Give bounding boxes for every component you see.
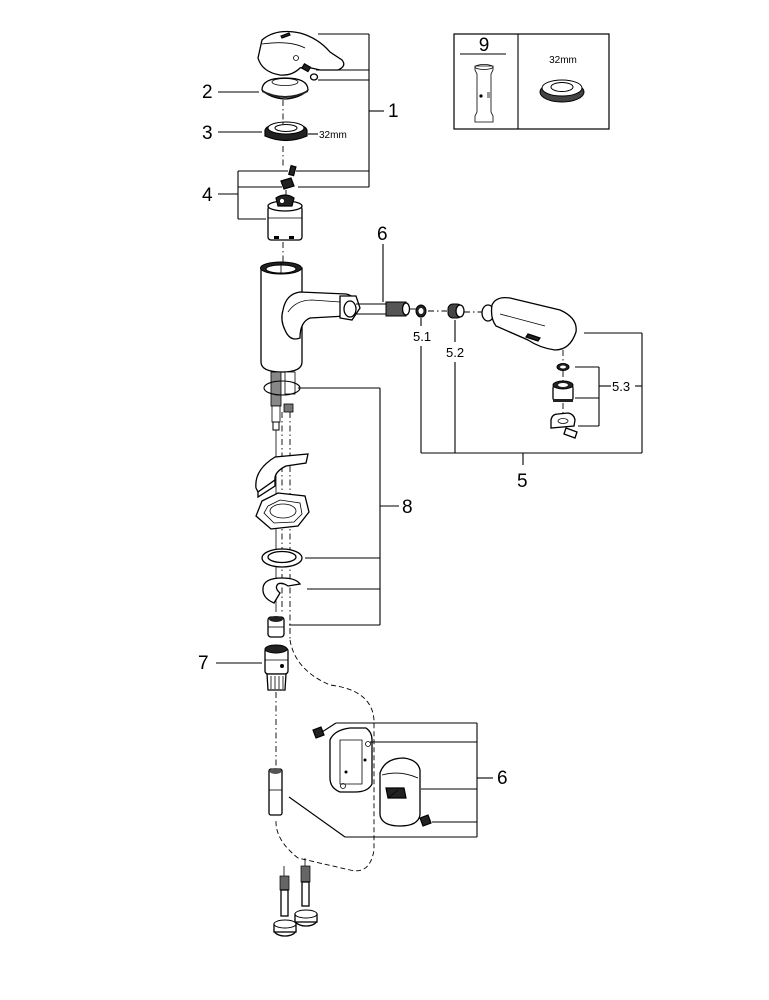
callout-2: 2: [202, 82, 213, 103]
callout-5-3: 5.3: [612, 379, 630, 394]
grub-screw-icon: [301, 62, 319, 81]
pull-out-hose-icon: [356, 301, 411, 317]
leader-5-3: [575, 366, 642, 427]
callout-6-bottom: 6: [497, 768, 508, 789]
callout-5-2: 5.2: [446, 345, 464, 360]
leader-5: [420, 332, 643, 465]
leader-1: [296, 33, 384, 188]
nut-dimension: 32mm: [319, 130, 347, 141]
cartridge-screw-icon: [280, 164, 297, 190]
callout-4: 4: [202, 185, 213, 206]
supply-hose-ends-icon: [273, 858, 318, 937]
hose-connector-icon: [264, 644, 289, 691]
cover-cap-icon: [261, 77, 309, 100]
hose-weight-back-icon: [329, 727, 373, 793]
leader-6-bottom: [288, 722, 493, 838]
aerator-key-icon: [550, 412, 578, 439]
seal-icon: [415, 304, 427, 318]
callout-9: 9: [479, 35, 490, 56]
half-washer-icon: [255, 453, 309, 499]
inset-nut-dimension: 32mm: [549, 55, 577, 66]
supply-hoses-icon: [263, 371, 301, 431]
nut-32mm-icon: [539, 79, 585, 103]
callout-5: 5: [517, 471, 528, 492]
callout-6-top: 6: [377, 224, 388, 245]
faucet-body-icon: [260, 261, 361, 373]
hose-path: [275, 639, 375, 872]
spray-head-icon: [481, 297, 577, 351]
aerator-washer-icon: [556, 363, 570, 371]
inset-tool-box: 9 32mm: [453, 33, 610, 130]
mounting-tool-icon: [474, 64, 494, 123]
hose-weight-front-icon: [379, 757, 421, 827]
mounting-nut-icon: [267, 616, 285, 638]
leader-8: [289, 387, 399, 626]
mounting-plate-icon: [255, 492, 310, 530]
washer-ring-icon: [261, 548, 303, 568]
cartridge-icon: [267, 194, 303, 241]
aerator-icon: [552, 380, 574, 402]
weight-screw-icon: [312, 726, 432, 827]
callout-5-1: 5.1: [413, 329, 431, 344]
callout-1: 1: [388, 101, 399, 122]
check-valve-icon: [447, 303, 465, 319]
lever-handle-icon: [257, 30, 345, 76]
horseshoe-washer-icon: [262, 577, 302, 604]
callout-8: 8: [402, 497, 413, 518]
cartridge-nut-icon: [264, 121, 308, 142]
callout-7: 7: [198, 653, 209, 674]
callout-3: 3: [202, 123, 213, 144]
hose-end-fitting-icon: [268, 768, 283, 816]
leader-4: [218, 170, 288, 220]
